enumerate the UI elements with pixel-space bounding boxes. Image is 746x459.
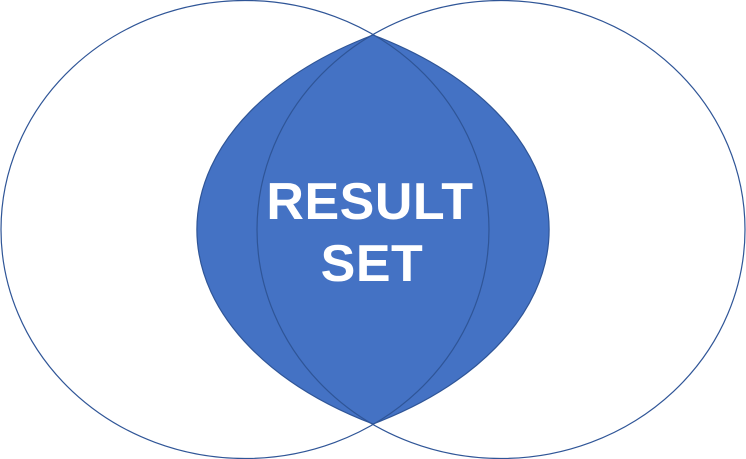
result-set-label-line2: SET <box>321 235 424 293</box>
result-set-label-line1: RESULT <box>266 173 473 231</box>
